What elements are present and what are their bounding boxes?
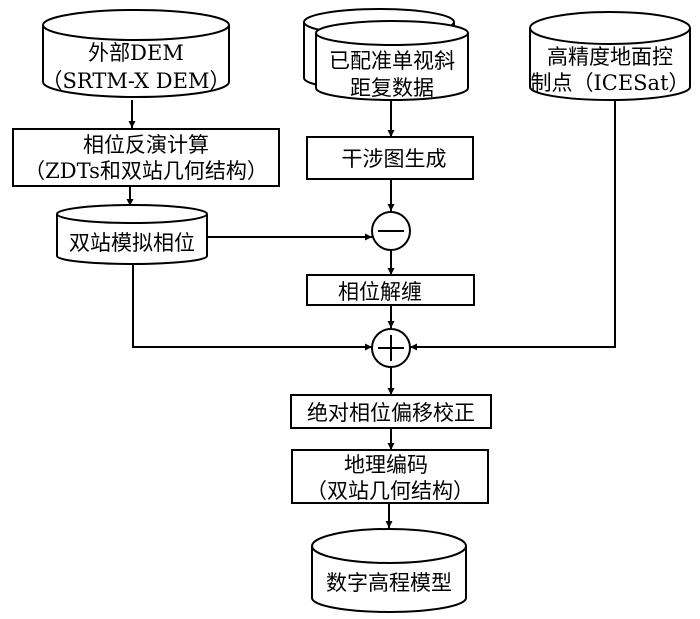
node-external-dem-line1: 外部DEM: [88, 41, 184, 65]
node-control-points-line2: 制点（ICESat）: [530, 71, 689, 95]
node-absolute-offset-label: 绝对相位偏移校正: [307, 401, 475, 425]
node-unwrapping-label: 相位解缠: [338, 280, 422, 304]
node-unwrapping: 相位解缠: [306, 274, 475, 306]
node-geocoding-line1: 地理编码: [344, 453, 428, 477]
node-external-dem: 外部DEM （SRTM-X DEM）: [42, 9, 231, 98]
node-registered-data: 已配准单视斜 距复数据: [303, 8, 469, 101]
node-phase-inversion-line2: （ZDTs和双站几何结构）: [24, 159, 268, 183]
node-simulated-phase: 双站模拟相位: [56, 204, 208, 265]
node-registered-data-line2: 距复数据: [350, 76, 434, 100]
node-control-points-line1: 高精度地面控: [547, 45, 673, 69]
node-registered-data-line1: 已配准单视斜: [329, 49, 455, 73]
node-add-operator[interactable]: [371, 328, 411, 368]
node-phase-inversion-line1: 相位反演计算: [83, 133, 209, 157]
node-interferogram-label: 干涉图生成: [342, 147, 447, 171]
node-simulated-phase-label: 双站模拟相位: [69, 231, 195, 255]
node-subtract-operator[interactable]: [371, 211, 411, 251]
node-phase-inversion: 相位反演计算 （ZDTs和双站几何结构）: [12, 128, 280, 187]
node-dem-output: 数字高程模型: [311, 528, 467, 613]
node-interferogram: 干涉图生成: [306, 136, 474, 180]
edge-simulated-to-add: [132, 264, 372, 351]
edge-control-to-add: [410, 100, 616, 351]
node-geocoding: 地理编码 （双站几何结构）: [291, 449, 489, 504]
node-dem-output-label: 数字高程模型: [326, 571, 452, 595]
node-external-dem-line2: （SRTM-X DEM）: [42, 69, 231, 93]
node-control-points: 高精度地面控 制点（ICESat）: [529, 11, 691, 101]
node-absolute-offset: 绝对相位偏移校正: [290, 394, 492, 429]
node-geocoding-line2: （双站几何结构）: [306, 479, 474, 503]
